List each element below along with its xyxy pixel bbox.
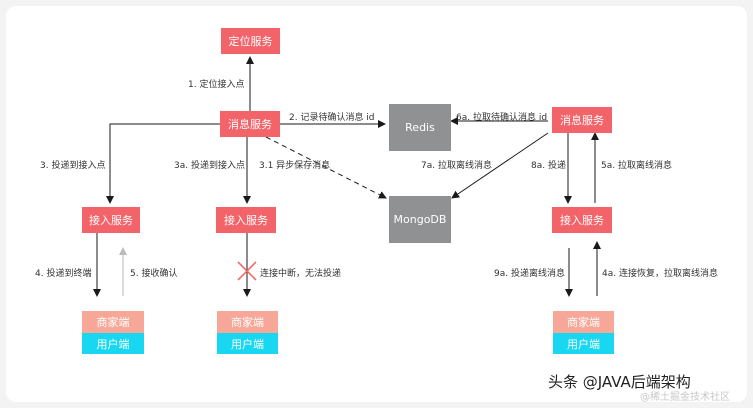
label-connection-broken: 连接中断，无法投递 bbox=[260, 269, 342, 279]
merchant-1-node: 商家端 bbox=[82, 311, 144, 333]
access-service-2-node: 接入服务 bbox=[216, 207, 276, 233]
message-service-left-node: 消息服务 bbox=[220, 111, 280, 137]
locate-service-node: 定位服务 bbox=[221, 28, 280, 54]
broken-connection-cross-icon bbox=[237, 261, 257, 281]
label-record-pending: 2. 记录待确认消息 id bbox=[289, 113, 375, 123]
label-async-save: 3.1 异步保存消息 bbox=[259, 161, 331, 171]
edge-async-save bbox=[265, 136, 387, 199]
label-deliver-8a: 8a. 投递 bbox=[531, 161, 566, 171]
label-pull-offline-5a: 5a. 拉取离线消息 bbox=[601, 161, 672, 171]
redis-node: Redis bbox=[389, 104, 451, 151]
access-service-3-node: 接入服务 bbox=[552, 207, 612, 233]
merchant-3-node: 商家端 bbox=[553, 311, 614, 333]
user-1-node: 用户端 bbox=[82, 333, 144, 354]
label-locate-access: 1. 定位接入点 bbox=[188, 80, 245, 90]
label-pull-offline-7a: 7a. 拉取离线消息 bbox=[421, 161, 492, 171]
edge-pull-offline-7a bbox=[451, 132, 549, 199]
merchant-2-node: 商家端 bbox=[217, 311, 278, 333]
mongodb-node: MongoDB bbox=[389, 196, 451, 243]
watermark: 头条 @JAVA后端架构 bbox=[548, 373, 691, 391]
label-receive-ack: 5. 接收确认 bbox=[130, 269, 178, 279]
user-3-node: 用户端 bbox=[553, 333, 614, 354]
message-service-right-node: 消息服务 bbox=[552, 107, 612, 133]
label-deliver-offline-9a: 9a. 投递离线消息 bbox=[494, 269, 565, 279]
label-deliver-terminal: 4. 投递到终端 bbox=[35, 269, 92, 279]
label-deliver-access-3a: 3a. 投递到接入点 bbox=[174, 161, 245, 171]
watermark-faint: @稀土掘金技术社区 bbox=[640, 392, 730, 403]
label-reconnect-4a: 4a. 连接恢复，拉取离线消息 bbox=[602, 269, 718, 279]
label-pull-pending: 6a. 拉取待确认消息 id bbox=[456, 113, 548, 123]
user-2-node: 用户端 bbox=[217, 333, 278, 354]
access-service-1-node: 接入服务 bbox=[82, 207, 140, 233]
edge-deliver-access-3 bbox=[106, 123, 220, 204]
label-deliver-access-3: 3. 投递到接入点 bbox=[40, 161, 106, 171]
